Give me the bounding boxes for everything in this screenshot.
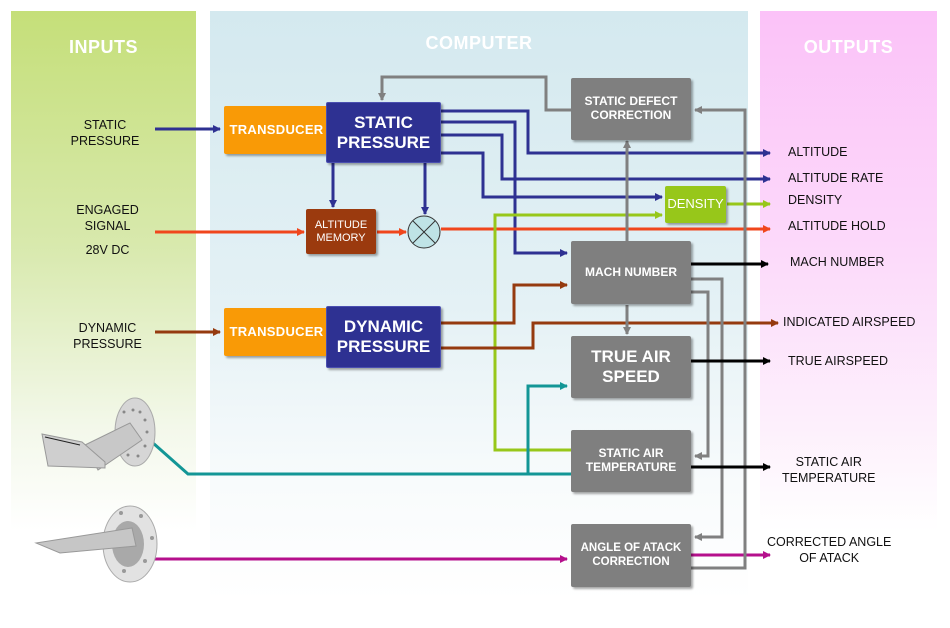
output-altitude-hold: ALTITUDE HOLD [788, 219, 886, 233]
dynamic-pressure-block: DYNAMIC PRESSURE [326, 306, 441, 368]
density-static-line [440, 151, 663, 201]
outputs-title: OUTPUTS [803, 37, 894, 57]
temperature-to-density-line [493, 211, 663, 452]
output-altitude: ALTITUDE [788, 145, 848, 159]
input-dynamic-pressure: DYNAMIC PRESSURE [73, 321, 142, 351]
dynamic-to-mach-line [440, 281, 568, 325]
comparator-icon [407, 215, 441, 249]
mach-to-aoa-line [691, 277, 724, 541]
input-engaged-signal: ENGAGED SIGNAL [76, 203, 139, 233]
output-static-air-temperature: STATIC AIR TEMPERATURE [782, 455, 876, 485]
altitude-rate-line [440, 133, 771, 183]
static-pressure-block: STATIC PRESSURE [326, 102, 441, 163]
output-corrected-angle-of-attack: CORRECTED ANGLE OF ATACK [767, 535, 892, 565]
mach-number-block: MACH NUMBER [571, 241, 691, 304]
altitude-line [440, 109, 771, 157]
density-block: DENSITY [665, 186, 726, 223]
output-indicated-airspeed: INDICATED AIRSPEED [783, 315, 916, 329]
input-static-pressure: STATIC PRESSURE [70, 118, 140, 148]
temperature-probe-icon [41, 397, 156, 471]
inputs-title: INPUTS [68, 37, 138, 57]
output-density: DENSITY [788, 193, 843, 207]
mach-static-line [440, 120, 568, 257]
temperature-probe-line [152, 382, 568, 476]
input-voltage: 28V DC [85, 243, 130, 257]
static-defect-feedback-line [378, 75, 572, 112]
mach-to-sat-line [691, 290, 710, 460]
transducer-static-block: TRANSDUCER [224, 106, 329, 154]
angle-of-attack-correction-block: ANGLE OF ATACK CORRECTION [571, 524, 691, 587]
true-air-speed-block: TRUE AIR SPEED [571, 336, 691, 398]
transducer-dynamic-block: TRANSDUCER [224, 308, 329, 356]
outputs-panel: OUTPUTS [760, 11, 937, 531]
output-mach-number: MACH NUMBER [790, 255, 885, 269]
altitude-memory-block: ALTITUDE MEMORY [306, 209, 376, 254]
static-air-temperature-block: STATIC AIR TEMPERATURE [571, 430, 691, 492]
indicated-airspeed-line [440, 319, 779, 350]
computer-title: COMPUTER [425, 33, 533, 53]
output-altitude-rate: ALTITUDE RATE [788, 171, 884, 185]
aoa-probe-icon [34, 505, 158, 583]
static-defect-correction-block: STATIC DEFECT CORRECTION [571, 78, 691, 140]
output-true-airspeed: TRUE AIRSPEED [788, 354, 889, 368]
aoa-to-defect-line [691, 106, 747, 570]
